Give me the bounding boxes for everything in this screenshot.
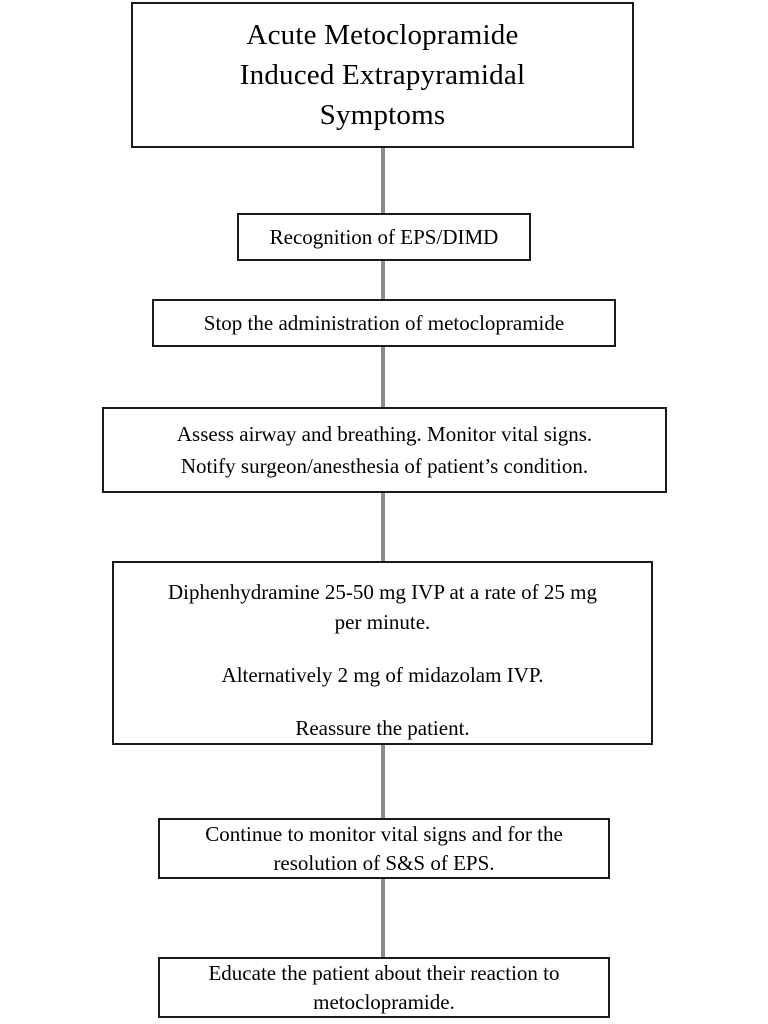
educate-line-1: Educate the patient about their reaction… [208, 960, 560, 985]
educate-line-2: metoclopramide. [313, 989, 455, 1014]
flowchart-node-assess-airway: Assess airway and breathing. Monitor vit… [102, 407, 667, 493]
connector-recognition-to-stop [381, 259, 385, 301]
flowchart-node-continue-monitoring: Continue to monitor vital signs and for … [158, 818, 610, 879]
flowchart-title-node: Acute Metoclopramide Induced Extrapyrami… [131, 2, 634, 148]
treatment-line-4: Reassure the patient. [295, 716, 470, 740]
stop-line-1: Stop the administration of metoclopramid… [203, 311, 565, 335]
recognition-line-1: Recognition of EPS/DIMD [269, 225, 499, 249]
treatment-line-1: Diphenhydramine 25-50 mg IVP at a rate o… [167, 580, 598, 604]
assess-line-1: Assess airway and breathing. Monitor vit… [176, 422, 593, 446]
continue-line-1: Continue to monitor vital signs and for … [205, 821, 563, 846]
connector-continue-to-educate [381, 877, 385, 959]
flowchart-node-educate-patient: Educate the patient about their reaction… [158, 957, 610, 1018]
flowchart-node-stop-administration: Stop the administration of metoclopramid… [152, 299, 616, 347]
assess-line-2: Notify surgeon/anesthesia of patient’s c… [180, 454, 589, 478]
treatment-line-3: Alternatively 2 mg of midazolam IVP. [221, 663, 544, 687]
flowchart-node-treatment: Diphenhydramine 25-50 mg IVP at a rate o… [112, 561, 653, 745]
title-line-3: Symptoms [319, 99, 446, 131]
treatment-line-2: per minute. [334, 610, 431, 634]
connector-assess-to-treatment [381, 491, 385, 563]
title-line-1: Acute Metoclopramide [246, 19, 519, 51]
connector-stop-to-assess [381, 345, 385, 409]
connector-treatment-to-continue [381, 743, 385, 820]
title-line-2: Induced Extrapyramidal [239, 59, 526, 91]
connector-title-to-recognition [381, 146, 385, 215]
continue-line-2: resolution of S&S of EPS. [273, 850, 495, 875]
flowchart-node-recognition: Recognition of EPS/DIMD [237, 213, 531, 261]
